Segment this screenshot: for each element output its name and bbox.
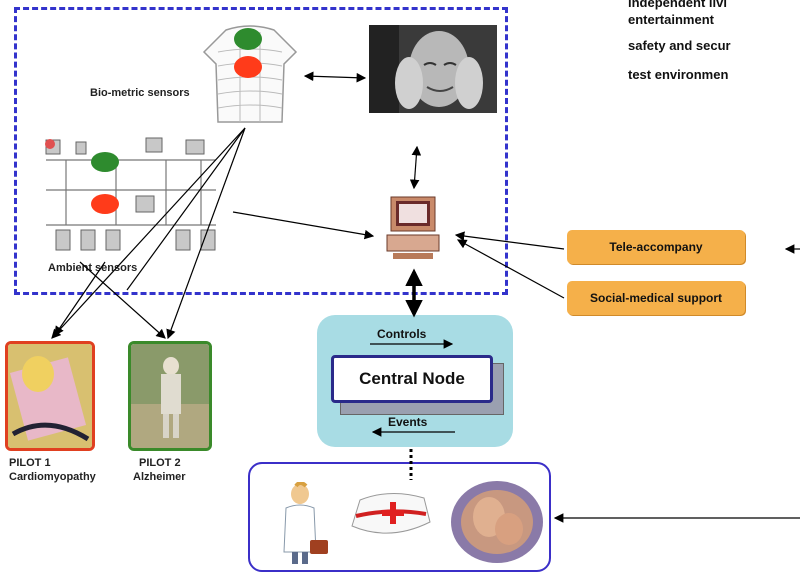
care-providers-box [248, 462, 551, 572]
status-red-dot [234, 56, 262, 78]
nurse-cap-icon [351, 492, 431, 534]
sensor-vest-icon [202, 25, 298, 123]
biometric-sensors-label: Bio-metric sensors [90, 87, 190, 99]
goal-entertainment: entertainment [628, 12, 714, 27]
events-label: Events [388, 415, 428, 429]
ambient-sensor-network-icon [36, 130, 226, 260]
pilot1-photo [5, 341, 95, 451]
goal-test-environment: test environmen [628, 67, 729, 82]
pilot1-subtitle: Cardiomyopathy [9, 471, 96, 483]
ambient-status-red-dot [91, 194, 119, 214]
pilot1-caption: PILOT 1 Cardiomyopathy [9, 456, 96, 484]
pilot2-caption: PILOT 2 Alzheimer [133, 456, 186, 484]
pilot2-title: PILOT 2 [139, 457, 181, 469]
tele-accompany-button[interactable]: Tele-accompany [567, 230, 745, 264]
ambient-status-green-dot [91, 152, 119, 172]
central-node-box[interactable]: Central Node [331, 355, 493, 403]
ambient-sensors-label: Ambient sensors [48, 262, 138, 274]
pilot1-title: PILOT 1 [9, 457, 51, 469]
social-medical-support-button[interactable]: Social-medical support [567, 281, 745, 315]
home-gateway-computer-icon [386, 196, 440, 259]
pilot2-subtitle: Alzheimer [133, 471, 186, 483]
elderly-person-photo [369, 25, 497, 113]
goal-independent-living: independent livi [628, 0, 727, 10]
home-environment-boundary [14, 7, 508, 295]
doctor-icon [283, 482, 328, 564]
controls-label: Controls [377, 327, 427, 341]
caring-hands-icon [451, 481, 543, 563]
goal-safety-security: safety and secur [628, 38, 731, 53]
status-green-dot [234, 28, 262, 50]
pilot2-photo [128, 341, 212, 451]
